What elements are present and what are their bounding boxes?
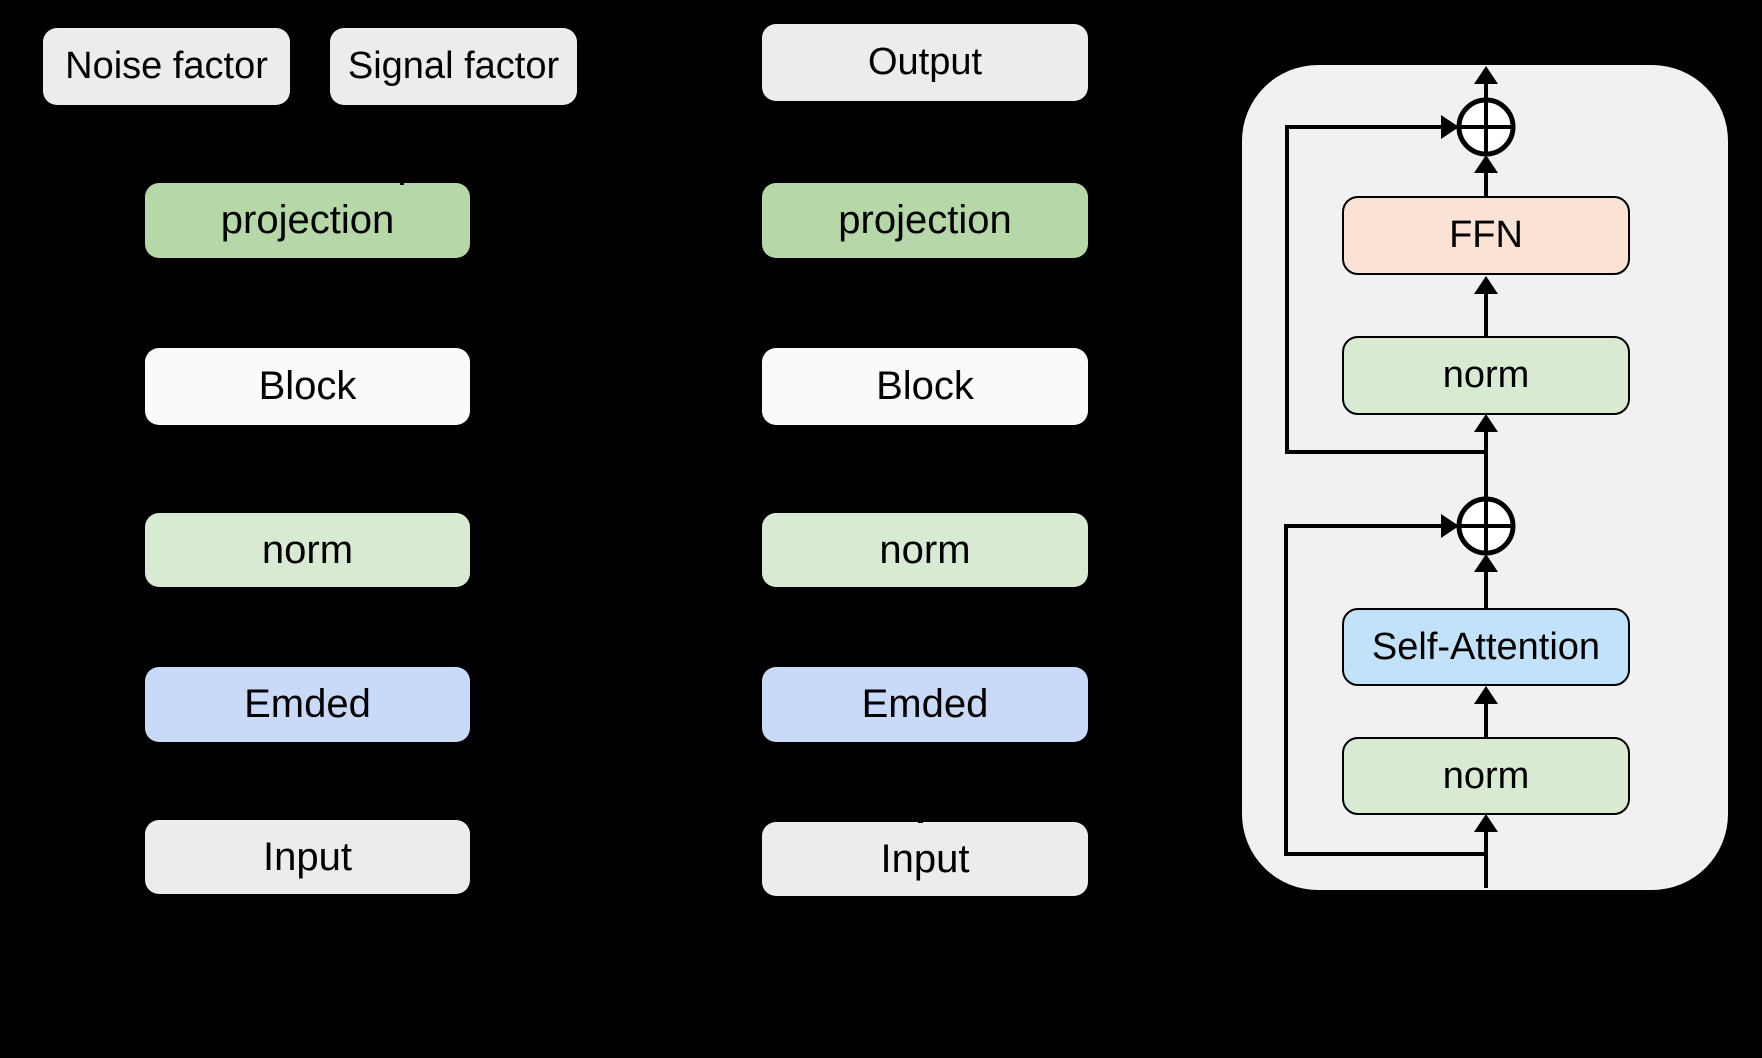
- projection-box-left: projection: [145, 183, 470, 258]
- output-box: Output: [762, 24, 1088, 101]
- arrowhead-into-add1: [1474, 155, 1498, 173]
- norm-box-panel-bottom: norm: [1342, 737, 1630, 815]
- input-box-middle: Input: [762, 822, 1088, 896]
- input-box-left: Input: [145, 820, 470, 894]
- skip-connection-top: [1285, 125, 1486, 454]
- add-icon: [1456, 496, 1516, 556]
- arrowhead-into-ffn: [1474, 276, 1498, 294]
- add-icon: [1456, 97, 1516, 157]
- ffn-box: FFN: [1342, 196, 1630, 275]
- signal-factor-box: Signal factor: [330, 28, 577, 105]
- arrowhead-into-add2: [1474, 554, 1498, 572]
- arrowhead-into-attn: [1474, 686, 1498, 704]
- artifact-tick-middle: [918, 808, 923, 823]
- block-box-left: Block: [145, 348, 470, 425]
- noise-factor-box: Noise factor: [43, 28, 290, 105]
- norm-box-left: norm: [145, 513, 470, 587]
- projection-box-middle: projection: [762, 183, 1088, 258]
- arrowhead-skip1: [1441, 115, 1459, 139]
- embed-box-left: Emded: [145, 667, 470, 742]
- arrowhead-out-top: [1474, 66, 1498, 84]
- arrowhead-skip2: [1441, 514, 1459, 538]
- block-box-middle: Block: [762, 348, 1088, 425]
- norm-box-middle: norm: [762, 513, 1088, 587]
- skip-connection-bottom: [1284, 524, 1486, 856]
- artifact-tick-left: [400, 171, 404, 185]
- arrowhead-into-norm1: [1474, 414, 1498, 432]
- embed-box-middle: Emded: [762, 667, 1088, 742]
- arrowhead-into-norm2: [1474, 814, 1498, 832]
- self-attention-box: Self-Attention: [1342, 608, 1630, 686]
- norm-box-panel-top: norm: [1342, 336, 1630, 415]
